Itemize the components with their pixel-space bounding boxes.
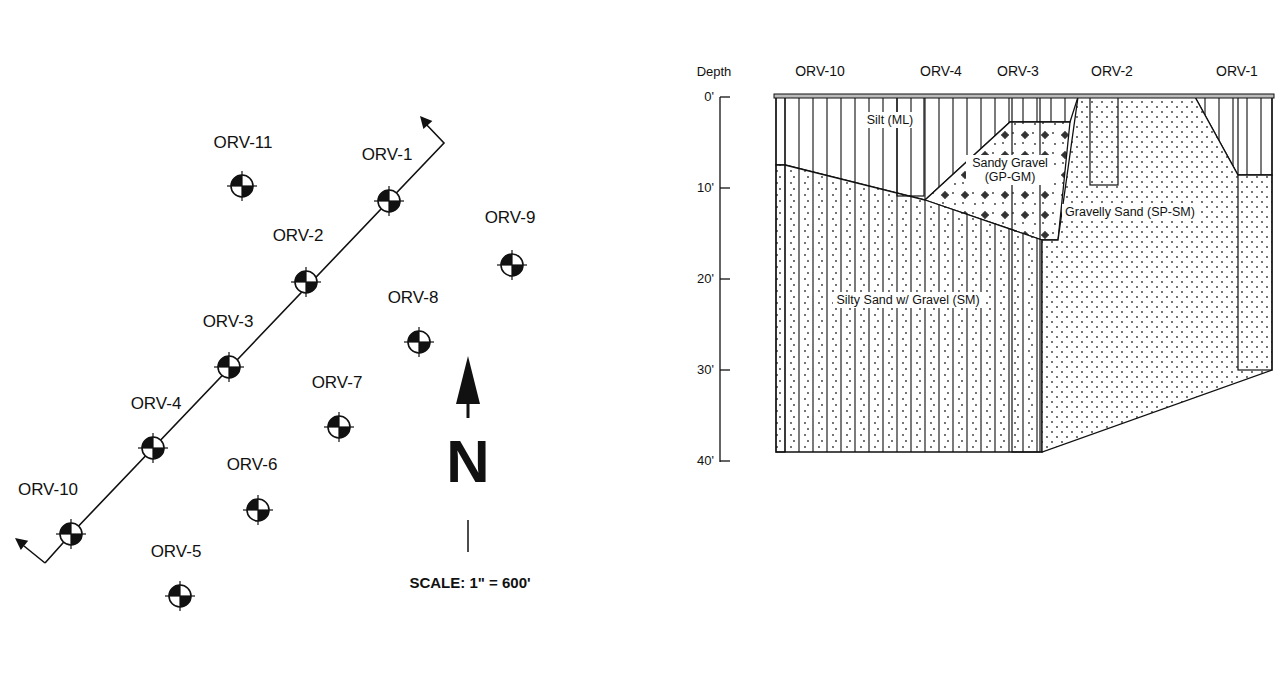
north-letter: N [446,429,489,495]
soil-unit-label: Sandy Gravel (GP-GM) [966,155,1054,186]
borehole-label: ORV-3 [203,313,254,332]
section-line [24,122,444,563]
section-arrowhead [420,116,432,129]
soil-unit-name: Sandy Gravel (GP-GM) [969,156,1051,185]
borehole-label: ORV-8 [388,289,439,308]
ground-surface [774,94,1274,98]
depth-tick: 0' [704,90,714,104]
column-heading: ORV-10 [795,64,845,79]
column-heading: ORV-3 [997,64,1039,79]
soil-unit-label: Silty Sand w/ Gravel (SM) [833,292,982,308]
borehole-label: ORV-6 [227,456,278,475]
borehole-label: ORV-7 [312,374,363,393]
soil-units [776,97,1272,452]
depth-tick: 40' [697,454,714,468]
depth-axis [720,97,730,462]
borehole-label: ORV-4 [131,395,182,414]
borehole-symbols [56,171,527,611]
borehole-columns [776,97,1272,452]
scale-note: SCALE: 1" = 600' [409,575,530,592]
soil-unit-name: Silty Sand w/ Gravel (SM) [836,293,979,307]
borehole-label: ORV-1 [362,146,413,165]
depth-tick: 20' [697,272,714,286]
borehole-label: ORV-10 [18,481,78,500]
borehole-label: ORV-11 [214,134,273,153]
column-heading: ORV-4 [920,64,962,79]
column-heading: ORV-1 [1216,64,1258,79]
axis-title: Depth [697,65,732,79]
soil-unit-label: Silt (ML) [864,112,917,128]
soil-unit-label: Gravelly Sand (SP-SM) [1062,204,1198,220]
borehole-label: ORV-2 [273,227,324,246]
depth-tick: 30' [697,363,714,377]
depth-tick: 10' [697,181,714,195]
column-heading: ORV-2 [1091,64,1133,79]
borehole-label: ORV-5 [151,543,202,562]
borehole-label: ORV-9 [485,209,536,228]
section-arrowhead [15,538,28,550]
soil-unit-name: Gravelly Sand (SP-SM) [1065,205,1195,219]
soil-unit-name: Silt (ML) [867,113,914,127]
